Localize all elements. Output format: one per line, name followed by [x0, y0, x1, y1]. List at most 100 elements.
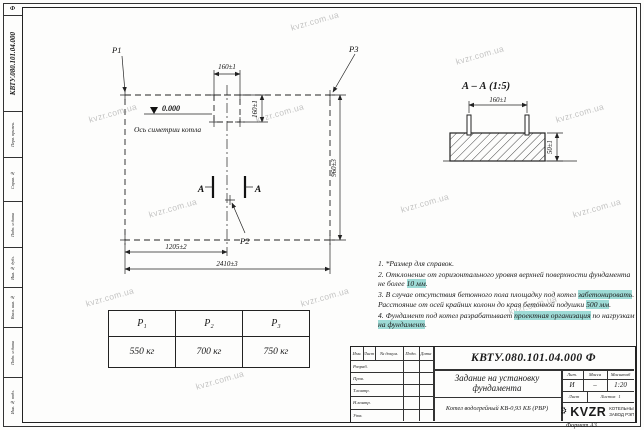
- section-view-a-a: 160±1 50±1: [443, 97, 577, 162]
- tb-row-nkontr: Н.контр.: [353, 400, 371, 405]
- tb-mass-value: –: [593, 381, 597, 389]
- plan-p3-label: P3: [348, 44, 358, 54]
- plan-p1-label: P1: [111, 45, 121, 55]
- tb-mass-header: Масса: [588, 371, 602, 377]
- strip-cell-inv-podl: Инв. № подл.: [3, 378, 22, 426]
- foundation-section: [443, 114, 577, 162]
- tb-line: [351, 409, 433, 410]
- corner-flag: Ф: [9, 6, 16, 12]
- tb-lit-header: Лит.: [567, 371, 577, 377]
- tb-header-data: Дата: [420, 351, 432, 356]
- loads-value-row: 550 кг 700 кг 750 кг: [108, 336, 310, 368]
- section-dim-160: 160±1: [489, 97, 506, 104]
- note-item: 1. *Размер для справок.: [378, 259, 636, 269]
- gear-icon: ⚙: [561, 405, 568, 417]
- tb-sheets-value: 1: [618, 394, 621, 399]
- tb-scale-value: 1:20: [614, 381, 627, 389]
- strip-label: Взам. инв. №: [10, 295, 15, 320]
- tb-line: [561, 402, 634, 403]
- section-view-title: А – А (1:5): [462, 81, 511, 92]
- note-highlight: на фундамент: [378, 320, 425, 330]
- note-text: 4. Фундамент под котел разрабатывает: [378, 310, 515, 320]
- logo-text: KVZR: [570, 404, 607, 419]
- strip-cell-perv-primen: Перв. примен.: [3, 112, 22, 158]
- loads-header-p2: P₂: [175, 310, 243, 337]
- dim-160-top: 160±1: [218, 63, 236, 71]
- tb-line: [351, 360, 433, 361]
- tb-sheet-label: Лист: [568, 394, 580, 399]
- format-note: Формат А3: [566, 422, 597, 429]
- elevation-mark: [144, 107, 212, 115]
- strip-label: Подп. и дата: [10, 340, 15, 365]
- note-text: .: [425, 279, 428, 289]
- strip-cell-sprav-no: Справ. №: [3, 158, 22, 202]
- dim-160-side: 160±1: [251, 100, 259, 118]
- note-text: 2. Отклонение от горизонтального уровня …: [378, 269, 631, 289]
- outer-border: [3, 3, 641, 427]
- logo-subtitle-line2: ЗАВОД РЭП: [609, 411, 634, 417]
- plan-p2-label: P2: [239, 236, 250, 246]
- tb-product-name: Котел водогрейный КВ-0,93 КБ (РВР): [445, 405, 549, 413]
- leader-lines: [121, 53, 356, 234]
- dim-2410: 2410±3: [216, 260, 238, 268]
- section-cut-marks: [205, 176, 253, 198]
- elevation-value: 0.000: [162, 104, 180, 113]
- tb-line: [433, 369, 634, 371]
- tb-line: [561, 369, 563, 421]
- note-text: 1. *Размер для справок.: [378, 259, 455, 268]
- tb-line: [561, 391, 634, 392]
- loads-value-p1: 550 кг: [108, 336, 176, 368]
- logo-subtitle: КОТЕЛЬНЫЙ ЗАВОД РЭП: [609, 406, 634, 417]
- tb-doc-title: Задание на установку фундамента: [454, 372, 540, 393]
- tb-sheets-label: Листов: [600, 394, 616, 399]
- left-stamp-strip: Ф КВТУ.080.101.04.000 Перв. примен. Спра…: [3, 3, 22, 427]
- tb-line: [587, 391, 588, 402]
- tb-line: [351, 396, 433, 397]
- tb-sheets-cell: Листов 1: [587, 391, 634, 402]
- axis-of-symmetry-label: Ось симетрии котла: [134, 125, 201, 134]
- corner-flag-cell: Ф: [3, 3, 22, 16]
- loads-value-p2: 700 кг: [175, 336, 243, 368]
- tb-row-utv: Утв.: [353, 412, 363, 418]
- strip-cell-podp-data-2: Подп. и дата: [3, 328, 22, 378]
- loads-table: P₁ P₂ P₃ 550 кг 700 кг 750 кг: [108, 310, 310, 368]
- drawing-frame: [22, 7, 637, 423]
- tb-line: [433, 397, 561, 398]
- tb-header-podp: Подп.: [405, 351, 417, 356]
- strip-label: Перв. примен.: [10, 122, 15, 147]
- tb-line: [375, 347, 376, 360]
- tb-lit-value: И: [569, 381, 575, 389]
- strip-label: Инв. № дубл.: [10, 255, 15, 280]
- note-highlight: проектная организация: [514, 310, 591, 320]
- tb-header-izm: Изм.: [352, 351, 362, 356]
- tb-row-prov: Пров.: [353, 375, 365, 381]
- kvzr-logo: ⚙ KVZR КОТЕЛЬНЫЙ ЗАВОД РЭП: [561, 405, 634, 419]
- corner-designation: КВТУ.080.101.04.000: [8, 31, 17, 96]
- tb-header-docnum: № докум.: [379, 351, 399, 356]
- tb-line: [561, 379, 634, 380]
- section-letter-left: А: [197, 185, 204, 195]
- strip-cell-inv-dubl: Инв. № дубл.: [3, 248, 22, 288]
- tb-logo-cell: ⚙ KVZR КОТЕЛЬНЫЙ ЗАВОД РЭП: [561, 402, 634, 421]
- strip-label: Инв. № подл.: [10, 389, 15, 415]
- tb-header-list: Лист: [363, 351, 375, 356]
- dim-1205: 1205±2: [165, 243, 187, 251]
- anchor-bolt-left: [466, 114, 472, 136]
- loads-header-p1: P₁: [108, 310, 176, 337]
- note-text: по нагрузкам: [590, 310, 635, 320]
- tb-line: [433, 347, 435, 421]
- loads-header-p3: P₃: [242, 310, 310, 337]
- section-dim-50: 50±1: [547, 140, 554, 154]
- strip-cell-podp-data-1: Подп. и дата: [3, 202, 22, 248]
- loads-header-row: P₁ P₂ P₃: [108, 310, 310, 337]
- note-highlight: 10 мм: [406, 279, 426, 289]
- section-letter-right: А: [254, 185, 261, 195]
- strip-label: Справ. №: [10, 170, 15, 189]
- tb-line: [583, 369, 584, 391]
- note-text: . Расстояние от осей крайних колонн до к…: [378, 290, 635, 309]
- note-text: .: [609, 299, 612, 309]
- tb-line: [607, 369, 608, 391]
- tb-line: [351, 372, 433, 373]
- strip-label: Подп. и дата: [10, 212, 15, 237]
